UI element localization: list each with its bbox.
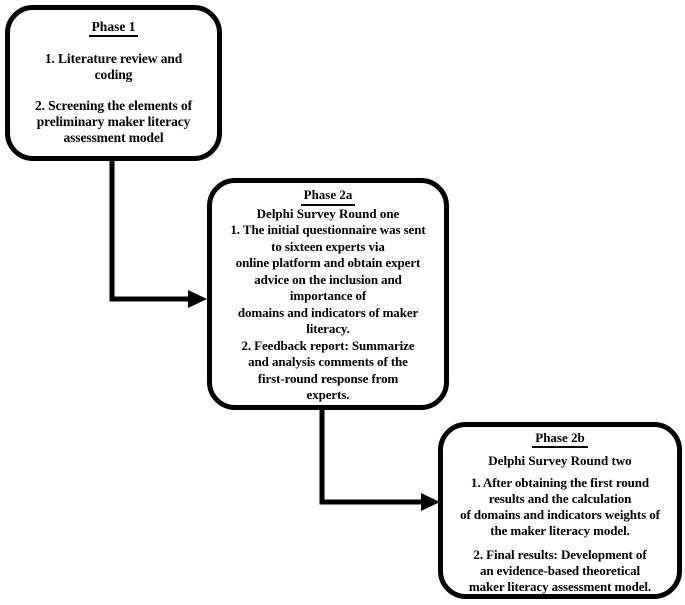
phase2b-subtitle: Delphi Survey Round two <box>488 453 632 468</box>
phase1-title: Phase 1 <box>10 19 217 37</box>
phase1-item-literature-review: 1. Literature review and coding <box>44 51 183 82</box>
phase1-box: Phase 1 1. Literature review and coding … <box>5 5 222 161</box>
phase2b-title: Phase 2b <box>443 430 677 448</box>
phase2b-title-text: Phase 2b <box>532 430 588 448</box>
phase2b-item-first-round-results: 1. After obtaining the first round resul… <box>460 475 660 538</box>
phase2a-body: 1. The initial questionnaire was sent to… <box>230 222 426 402</box>
arrow-phase1-to-phase2a <box>109 158 207 308</box>
phase2a-box: Phase 2a Delphi Survey Round one 1. The … <box>207 178 449 410</box>
arrowhead-icon <box>188 290 207 308</box>
phase2a-subtitle: Delphi Survey Round one <box>256 205 400 221</box>
phase2a-title-text: Phase 2a <box>300 187 356 206</box>
phase1-item-screening: 2. Screening the elements of preliminary… <box>34 98 193 145</box>
arrow-phase2a-to-phase2b <box>319 407 440 511</box>
phase2a-title: Phase 2a <box>212 187 444 206</box>
phase2b-item-final-results: 2. Final results: Development of an evid… <box>468 547 652 594</box>
phase1-title-text: Phase 1 <box>88 19 139 37</box>
phase2b-box: Phase 2b Delphi Survey Round two 1. Afte… <box>438 422 682 599</box>
